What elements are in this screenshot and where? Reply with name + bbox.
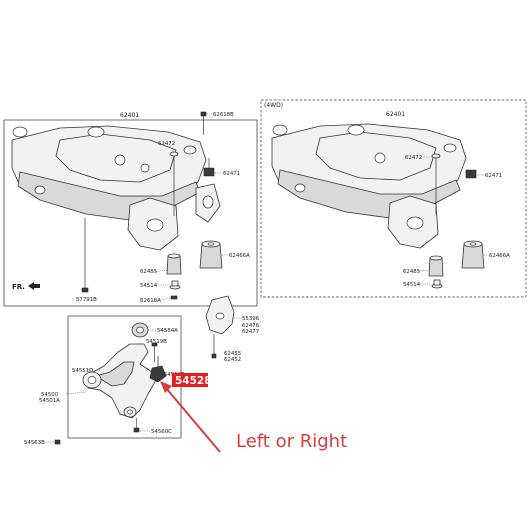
label-57791b: 57791B [76, 297, 97, 303]
label-54560c: 54560C [151, 429, 172, 435]
label-62452: 62452 [224, 357, 241, 363]
lower-control-arm [82, 343, 157, 419]
label-4wd-62471: 62471 [485, 173, 502, 179]
highlight-part-number: 54528 [175, 375, 212, 387]
washer-62471 [203, 158, 215, 177]
crossmember-subframe [11, 125, 221, 251]
bushing-62466a [199, 240, 223, 269]
fr-label: FR. [12, 283, 25, 291]
4wd-crossmember-subframe [271, 123, 467, 249]
label-62618b: 62618B [213, 112, 234, 118]
bolt-62618b [200, 111, 207, 135]
label-4wd-62485: 62485 [403, 269, 420, 275]
bracket-55396 [205, 295, 235, 359]
label-54514: 54514 [140, 283, 158, 289]
bushing-62485 [166, 253, 182, 275]
4wd-bolt-62472 [431, 153, 441, 214]
label-62472: 62472 [158, 141, 175, 147]
front-arrow-icon [28, 282, 40, 290]
label-54519b: 54519B [146, 339, 167, 345]
4wd-bushing-62485 [428, 255, 444, 277]
label-54563b: 54563B [24, 440, 45, 446]
4wd-subframe-box [260, 99, 527, 298]
highlight-part-badge [172, 373, 208, 387]
label-55396: 55396 [242, 316, 260, 322]
ball-joint [149, 356, 167, 383]
label-54500: 54500 [41, 392, 59, 398]
label-54584a: 54584A [157, 328, 178, 334]
bolt-54560c [133, 418, 140, 433]
nut-54514 [169, 280, 181, 290]
label-62476: 62476 [242, 323, 260, 329]
4wd-nut-54514 [431, 279, 443, 289]
leader-line [159, 297, 171, 301]
bolt-54519b [151, 342, 158, 362]
label-4wd-62401: 62401 [386, 111, 405, 118]
label-54501a: 54501A [39, 398, 60, 404]
main-subframe-box [3, 119, 258, 307]
label-62401: 62401 [120, 112, 139, 119]
4wd-bushing-62466a [461, 240, 485, 269]
bolt-62472 [169, 151, 179, 216]
annotation-arrow [160, 381, 221, 453]
label-62471: 62471 [223, 171, 240, 177]
leader-line [417, 269, 430, 272]
bolt-54563b [54, 439, 61, 445]
bolt-62618a [170, 295, 178, 300]
label-62477: 62477 [242, 329, 259, 335]
label-62485: 62485 [140, 269, 157, 275]
label-54551d: 54551D [72, 368, 93, 374]
4wd-washer-62471 [465, 169, 477, 179]
leader-line [152, 269, 168, 273]
label-62618a: 62618A [140, 298, 161, 304]
leader-line [65, 391, 87, 395]
bolt-57791b [81, 218, 89, 293]
bushing-54584a [131, 322, 149, 338]
label-4wd-62472: 62472 [405, 155, 422, 161]
4wd-box-title: (4WD) [264, 102, 283, 109]
annotation-text: Left or Right [236, 431, 347, 452]
label-62466a: 62466A [229, 253, 250, 259]
label-4wd-62466a: 62466A [489, 253, 510, 259]
label-4wd-54514: 54514 [403, 282, 421, 288]
label-62455: 62455 [224, 351, 241, 357]
